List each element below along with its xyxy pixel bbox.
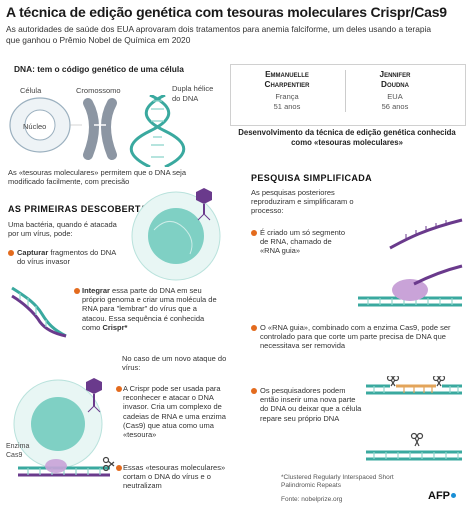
bullet-icon: [8, 250, 14, 256]
nucleus-label: Núcleo: [23, 122, 47, 131]
cell-label: Célula: [20, 86, 42, 95]
page-subtitle: As autoridades de saúde dos EUA aprovara…: [6, 24, 432, 45]
bullet-icon: [116, 465, 122, 471]
scissors-text: As «tesouras moleculares» permitem que o…: [8, 168, 187, 187]
cas9-enzyme-icon: [45, 459, 67, 473]
discoveries-intro: Uma bactéria, quando é atacada por um ví…: [8, 220, 117, 239]
bullet-icon: [74, 288, 80, 294]
dna-helix-icon: [129, 95, 186, 167]
dna-illustration: [9, 95, 186, 167]
bacteria-icon: [148, 208, 204, 264]
scientists-caption: Desenvolvimento da técnica de edição gen…: [238, 128, 456, 147]
simplified-heading: Pesquisa simplificada: [251, 173, 373, 183]
chromosome-icon: [83, 98, 117, 160]
scissors-icon: [410, 432, 424, 447]
cas9-enzyme-icon: [392, 279, 428, 301]
page-title: A técnica de edição genética com tesoura…: [6, 4, 447, 20]
dna-fragment-illustration: [11, 286, 67, 338]
footnote: *Clustered Regularly Interspaced Short P…: [281, 474, 394, 489]
bacteria-attack-illustration: [131, 188, 221, 281]
simplified-step2: O «RNA guia», combinado com a enzima Cas…: [260, 323, 451, 351]
rna-guide-illustration: [358, 218, 463, 307]
discoveries-heading: As primeiras descobertas: [8, 204, 154, 214]
afp-logo: AFP: [428, 490, 456, 502]
discovery-integrate: Integrar essa parte do DNA em seu própri…: [82, 286, 217, 332]
bullet-icon: [251, 325, 257, 331]
enzyme-label: Enzima Cas9: [6, 443, 30, 459]
bacteria-icon: [31, 397, 85, 451]
chromosome-label: Cromossomo: [76, 86, 121, 95]
scissors-icon: [386, 376, 400, 387]
helix-label: Dupla hélice do DNA: [172, 84, 214, 103]
bacteria-defense-illustration: [13, 378, 115, 477]
scissors-icon: [432, 376, 446, 387]
scissors-icon: [102, 456, 115, 472]
bullet-icon: [251, 230, 257, 236]
simplified-intro: As pesquisas posteriores reproduziram e …: [251, 188, 354, 216]
source: Fonte: nobelprize.org: [281, 496, 343, 503]
virus-icon: [86, 378, 102, 413]
bullet-icon: [116, 386, 122, 392]
simplified-step1: É criado um só segmento de RNA, chamado …: [260, 228, 346, 256]
discovery-cut: Essas «tesouras moleculares» cortam o DN…: [123, 463, 226, 491]
afp-logo-dot: [451, 493, 456, 498]
new-attack-text: No caso de um novo ataque do vírus:: [122, 354, 227, 373]
discovery-capture: Capturar fragmentos do DNA do vírus inva…: [17, 248, 116, 267]
discovery-recognize: A Crispr pode ser usada para reconhecer …: [123, 384, 226, 440]
dna-heading: DNA: tem o código genético de uma célula: [14, 64, 184, 74]
dna-insert-illustration: [366, 376, 462, 461]
nucleus-icon: [24, 109, 56, 141]
virus-icon: [196, 188, 212, 221]
bullet-icon: [251, 388, 257, 394]
scientists-divider: [345, 70, 346, 112]
simplified-step3: Os pesquisadores podem então inserir uma…: [260, 386, 362, 423]
scientists-box: [230, 64, 466, 126]
